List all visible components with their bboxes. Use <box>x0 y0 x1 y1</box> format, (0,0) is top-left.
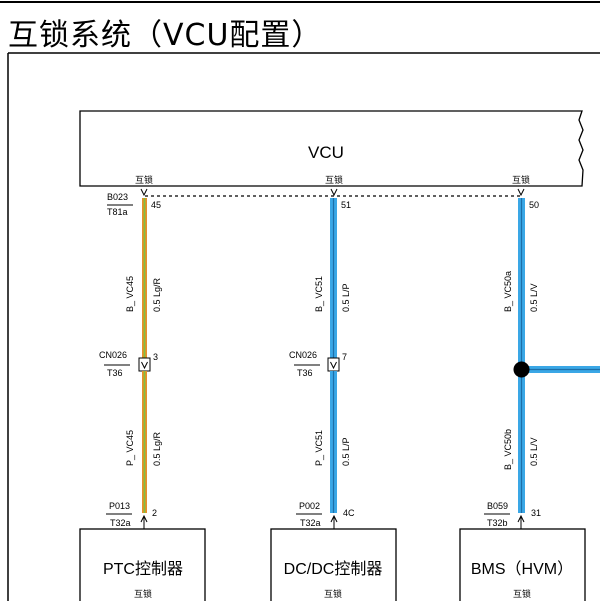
top-pin: 50 <box>529 200 539 210</box>
wire-top-spec: 0.5 L/V <box>529 283 539 312</box>
wire-bottom-name: B_ VC50b <box>503 429 513 470</box>
wire-bottom-spec: 0.5 L/P <box>341 437 351 466</box>
arrow-down-icon <box>330 188 338 197</box>
device-box-dcdc <box>270 528 397 601</box>
bottom-connector: P002 <box>299 501 320 511</box>
pin-label: 互锁 <box>324 588 342 599</box>
wire-top-spec: 0.5 Lg/R <box>152 277 162 312</box>
vcu-module: VCU <box>79 110 584 187</box>
wire-bottom-spec: 0.5 Lg/R <box>152 431 162 466</box>
pin-label: 互锁 <box>513 588 531 599</box>
wire-top-spec: 0.5 L/P <box>341 283 351 312</box>
bottom-pin: 31 <box>531 508 541 518</box>
wire-bottom-spec: 0.5 L/V <box>529 437 539 466</box>
circuit-bms: 互锁 50 B_ VC50a 0.5 L/V B_ VC50b 0.5 L/V … <box>459 174 600 601</box>
arrow-down-icon <box>330 361 337 370</box>
vcu-box <box>79 110 584 187</box>
wire-top-name: B_ VC45 <box>125 276 135 312</box>
splice-node <box>513 361 530 378</box>
bottom-pin: 2 <box>152 508 157 518</box>
arrow-down-icon <box>517 188 525 197</box>
bottom-connector: B059 <box>487 501 508 511</box>
pin-label: 互锁 <box>135 174 153 185</box>
wire-top-name: B_ VC51 <box>314 276 324 312</box>
pin-label: 互锁 <box>512 174 530 185</box>
bottom-connector: P013 <box>109 501 130 511</box>
bottom-pin: 4C <box>343 508 355 518</box>
inline-connector: CN026 <box>99 350 127 360</box>
circuit-dcdc: 互锁 51 B_ VC51 0.5 L/P CN026 T36 7 P_ VC5… <box>270 174 397 601</box>
bottom-terminal: T32a <box>300 518 321 528</box>
inline-pin: 7 <box>342 352 347 362</box>
device-name: PTC控制器 <box>103 560 183 578</box>
vcu-label: VCU <box>308 143 344 162</box>
circuit-ptc: 互锁 B023 T81a 45 B_ VC45 0.5 Lg/R CN026 T… <box>79 174 206 601</box>
device-box-bms <box>459 528 586 601</box>
top-connector: B023 <box>107 192 128 202</box>
inline-terminal: T36 <box>107 368 123 378</box>
inline-terminal: T36 <box>297 368 313 378</box>
device-box-ptc <box>79 528 206 601</box>
wire-bottom-name: P_ VC51 <box>314 430 324 466</box>
device-name: DC/DC控制器 <box>284 560 383 578</box>
bottom-terminal: T32a <box>110 518 131 528</box>
page-title: 互锁系统（VCU配置） <box>8 18 323 53</box>
top-pin: 51 <box>341 200 351 210</box>
inline-connector: CN026 <box>289 350 317 360</box>
bottom-terminal: T32b <box>487 518 508 528</box>
top-pin: 45 <box>151 200 161 210</box>
top-terminal: T81a <box>107 207 128 217</box>
wire-bottom-name: P_ VC45 <box>125 430 135 466</box>
device-name: BMS（HVM） <box>471 560 573 578</box>
pin-label: 互锁 <box>325 174 343 185</box>
wire-top-name: B_ VC50a <box>503 271 513 312</box>
arrow-down-icon <box>140 188 148 197</box>
inline-pin: 3 <box>153 352 158 362</box>
pin-label: 互锁 <box>134 588 152 599</box>
arrow-down-icon <box>141 361 148 370</box>
